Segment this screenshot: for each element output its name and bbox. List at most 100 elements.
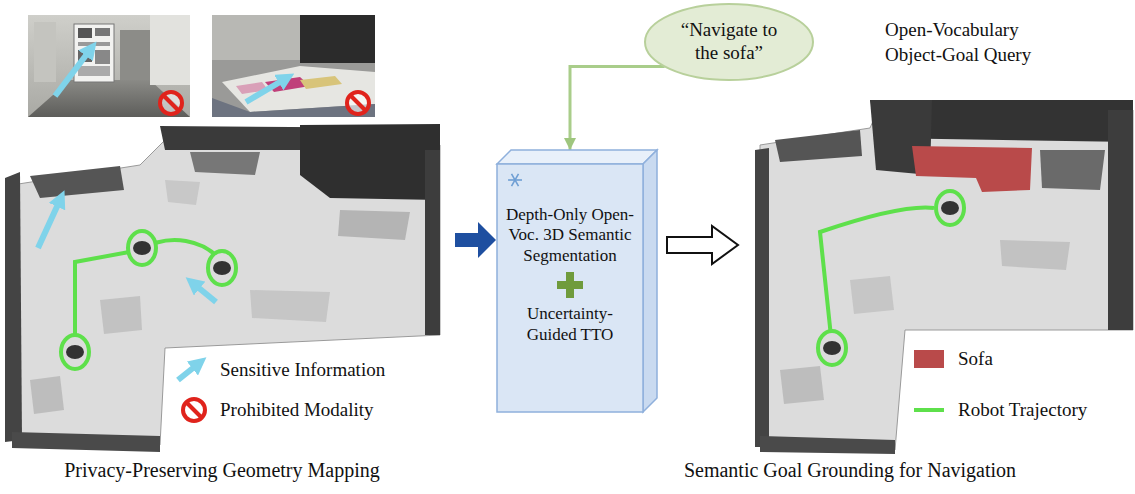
plus-symbol	[504, 266, 636, 304]
desk-photo	[300, 15, 375, 63]
desk-photo	[212, 15, 375, 117]
prohibited-sign	[186, 402, 202, 418]
box-top-face	[497, 150, 657, 164]
robot-icon	[941, 201, 959, 215]
prohibited-sign	[350, 95, 366, 111]
robot-icon	[61, 231, 236, 369]
sensitive-arrow	[55, 50, 90, 96]
robot-icon	[818, 191, 964, 365]
module-text: Uncertainty-Guided TTO	[504, 304, 636, 345]
semantic-mesh-map	[780, 366, 824, 404]
hallway-photo	[120, 30, 150, 80]
robot-trajectory	[820, 207, 934, 346]
query-text: “Navigate to the sofa”	[679, 19, 779, 65]
robot-icon	[823, 341, 841, 355]
query-label: Open-Vocabulary Object-Goal Query	[885, 18, 1053, 67]
semantic-mesh-map	[1040, 150, 1105, 190]
geometry-mesh-map	[190, 152, 260, 175]
frozen-icon	[508, 174, 522, 186]
speech-bubble	[645, 4, 813, 80]
legend-text: Prohibited Modality	[220, 399, 374, 421]
hallway-photo	[95, 28, 110, 36]
sofa-region	[912, 146, 1032, 192]
geometry-mesh-map	[5, 172, 22, 442]
semantic-mesh-map	[760, 105, 1133, 450]
trajectory-sample	[914, 408, 944, 412]
sensitive-arrow	[246, 79, 285, 102]
legend-item: Robot Trajectory	[904, 396, 1087, 424]
semantic-mesh-map	[1000, 240, 1070, 270]
robot-icon	[66, 345, 84, 359]
hallway-photo	[78, 42, 110, 46]
plus-symbol	[557, 272, 583, 298]
geometry-mesh-map	[338, 210, 410, 240]
geometry-mesh-map	[425, 150, 440, 335]
query-connector	[570, 66, 665, 150]
flow-arrow	[455, 222, 496, 258]
prohibited-sign	[163, 95, 179, 111]
robot-icon	[936, 191, 964, 225]
flow-arrow	[667, 226, 738, 264]
prohibited-sign	[347, 92, 369, 114]
sofa-region	[912, 146, 1032, 192]
speech-bubble: “Navigate to the sofa”	[643, 2, 815, 82]
legend-swatch	[904, 345, 950, 373]
frozen-icon	[512, 174, 519, 186]
legend-swatch	[166, 356, 212, 384]
robot-icon	[128, 231, 156, 265]
geometry-mesh-map	[30, 166, 124, 198]
prohibited-sign	[183, 399, 205, 421]
geometry-mesh-map	[30, 376, 64, 414]
semantic-mesh-map	[760, 436, 895, 454]
sensitive-arrow	[178, 364, 198, 380]
panel-caption: Semantic Goal Grounding for Navigation	[684, 457, 1016, 483]
sensitive-arrow	[194, 284, 216, 302]
robot-icon	[208, 251, 236, 285]
geometry-mesh-map	[100, 296, 142, 334]
legend-item: Sofa	[904, 345, 993, 373]
legend-swatch	[914, 350, 944, 368]
prohibited-sign	[160, 92, 369, 114]
hallway-photo	[28, 15, 190, 117]
model-box: Depth-Only Open-Voc. 3D Semantic Segment…	[497, 150, 657, 412]
semantic-mesh-map	[755, 148, 769, 447]
desk-photo	[300, 76, 342, 89]
geometry-mesh-map	[250, 290, 330, 322]
geometry-mesh-map	[300, 124, 440, 200]
geometry-mesh-map	[165, 180, 200, 205]
semantic-mesh-map	[775, 130, 862, 162]
robot-icon	[213, 261, 231, 275]
prohibited-sign	[160, 92, 182, 114]
hallway-photo	[74, 24, 114, 82]
sensitive-arrow	[38, 200, 216, 302]
text-group: “Navigate to the sofa”	[679, 19, 779, 65]
box-front-face	[497, 164, 643, 412]
panel-caption: Privacy-Preserving Geometry Mapping	[64, 457, 379, 483]
box-side-face	[643, 150, 657, 412]
geometry-mesh-map	[5, 124, 440, 452]
plus-symbol	[557, 281, 583, 289]
frozen-icon	[512, 174, 519, 186]
desk-photo	[212, 15, 375, 117]
text-group: Depth-Only Open-Voc. 3D Semantic Segment…	[504, 205, 636, 345]
robot-icon	[133, 241, 151, 255]
hallway-photo	[78, 66, 110, 76]
semantic-mesh-map	[755, 100, 1133, 454]
legend-swatch	[166, 396, 212, 424]
robot-trajectory	[820, 207, 934, 346]
module-text: Depth-Only Open-Voc. 3D Semantic Segment…	[504, 205, 636, 266]
hallway-photo	[34, 22, 56, 82]
hallway-photo	[28, 15, 190, 117]
robot-icon	[818, 331, 846, 365]
geometry-mesh-map	[12, 432, 160, 452]
sensitive-arrow	[38, 200, 60, 248]
semantic-mesh-map	[850, 276, 894, 314]
legend-text: Sensitive Information	[220, 359, 385, 381]
hallway-photo	[95, 50, 110, 64]
hallway-photo	[150, 15, 190, 85]
legend-item: Sensitive Information	[166, 356, 385, 384]
legend-swatch	[904, 396, 950, 424]
hallway-photo	[78, 28, 92, 38]
